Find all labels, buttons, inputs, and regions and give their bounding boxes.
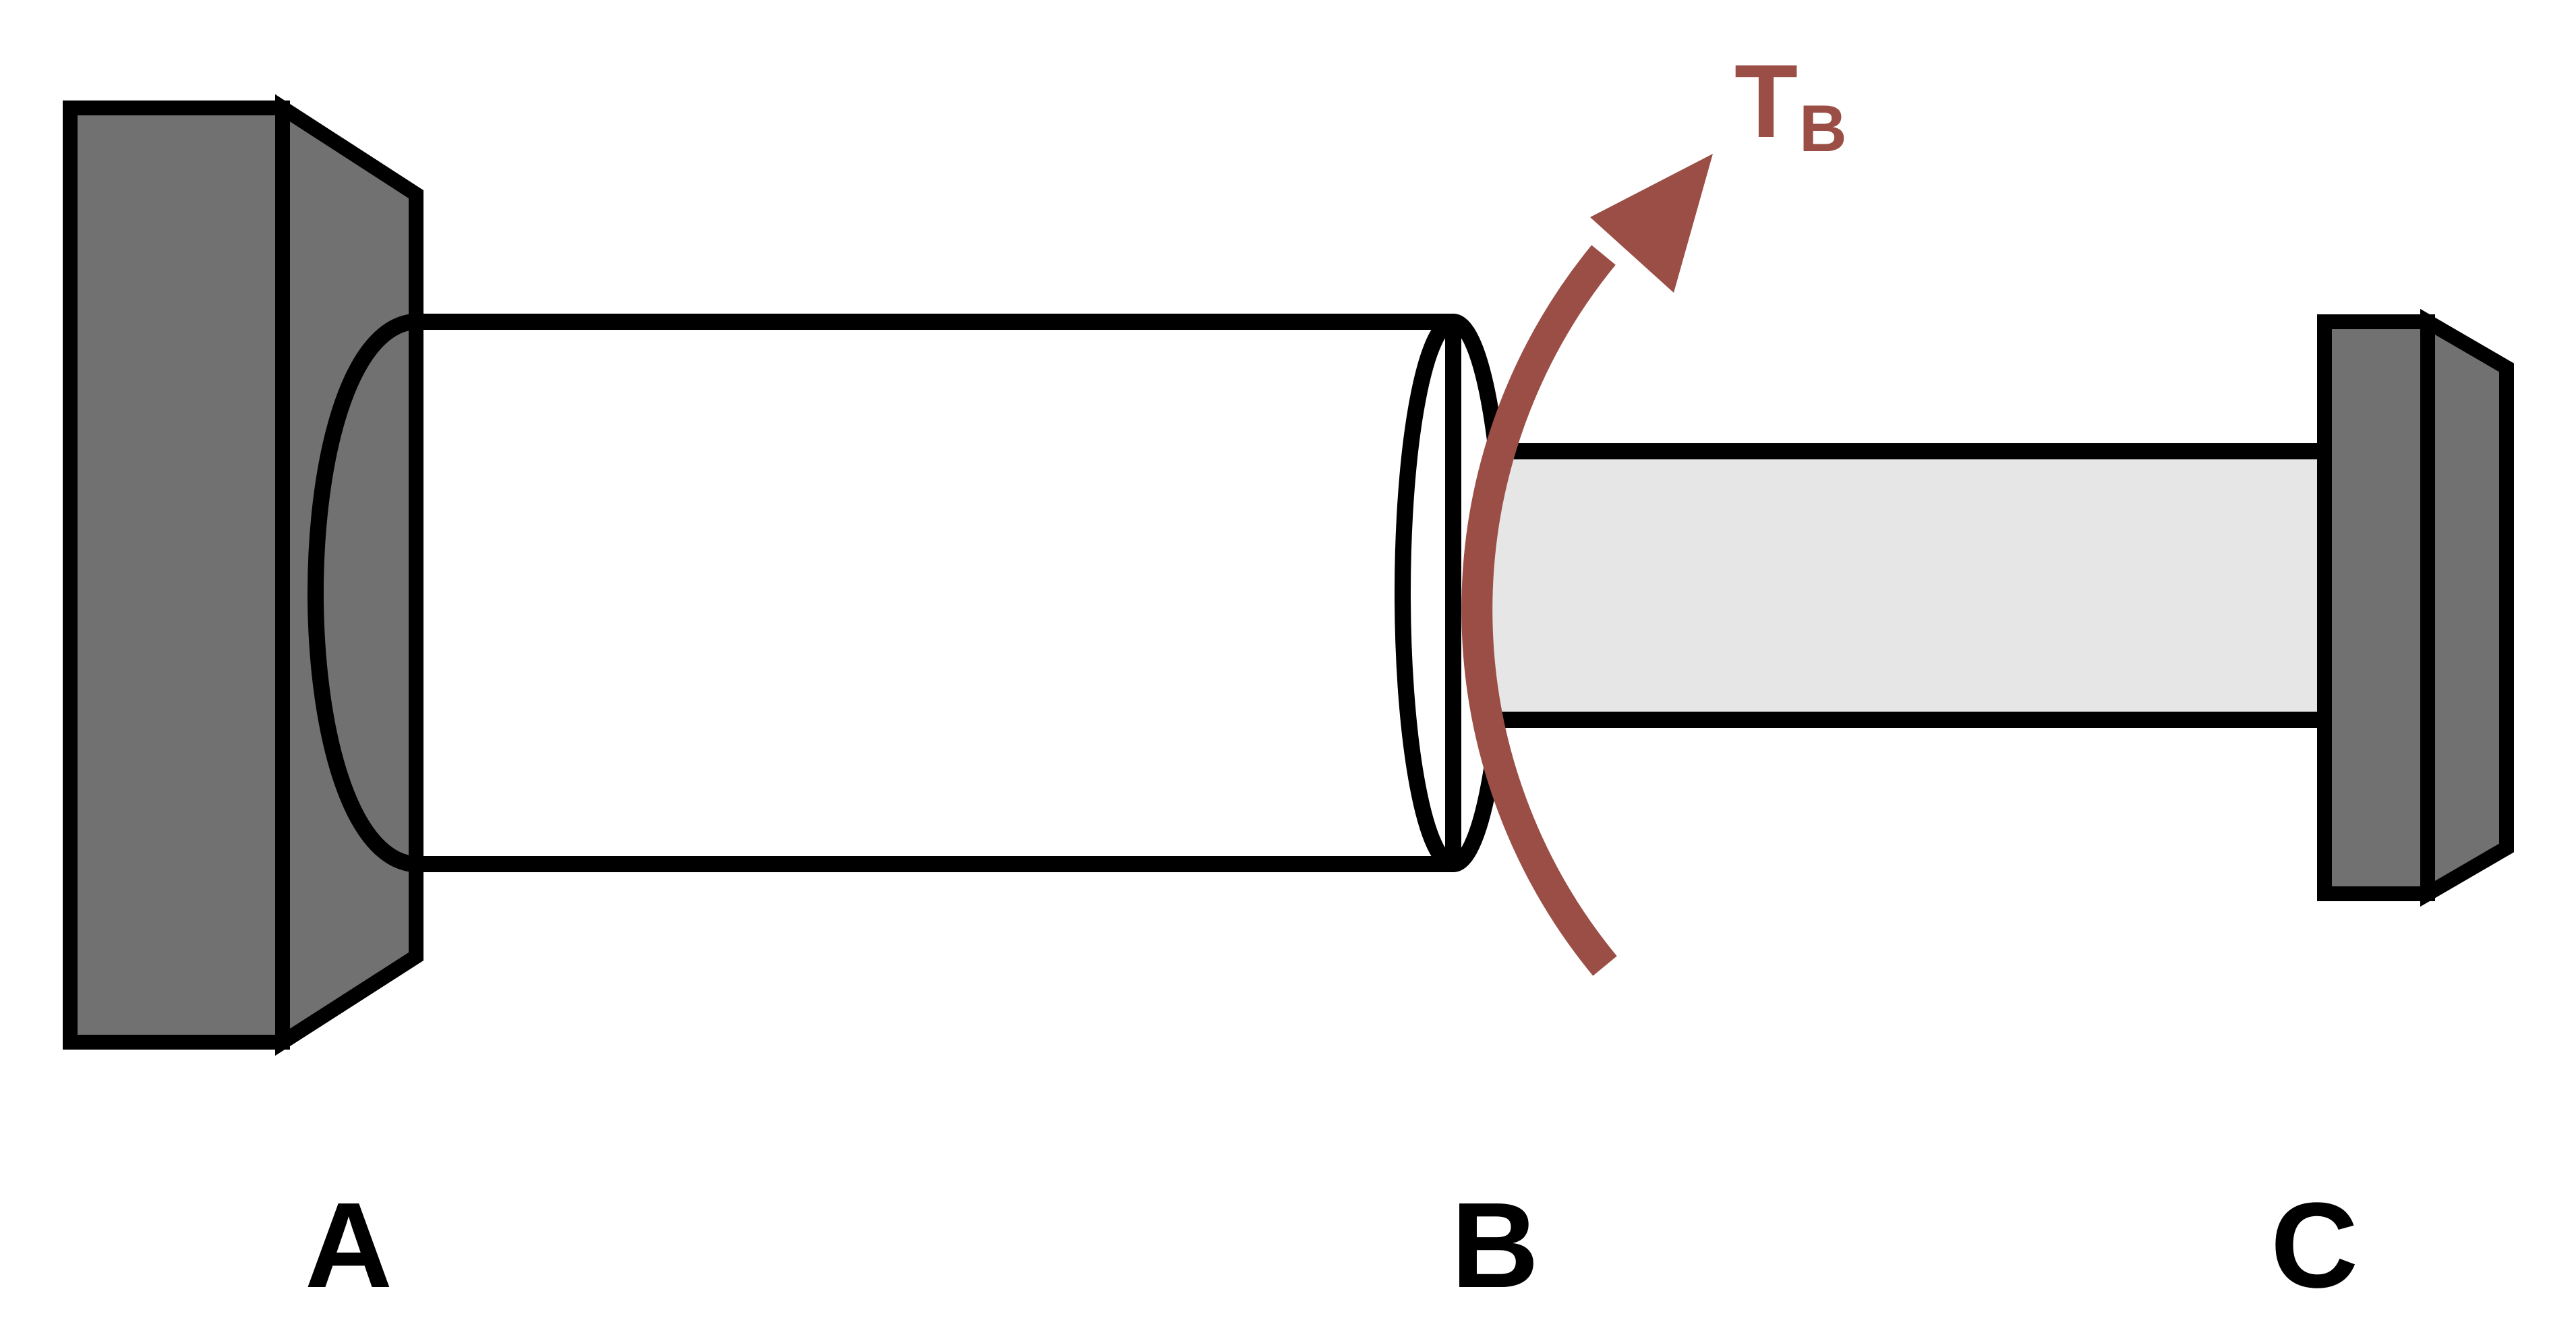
torque-arrow-B xyxy=(1461,154,1713,976)
torque-label: T B xyxy=(1734,43,1847,165)
torque-arrowhead-icon xyxy=(1590,154,1713,293)
shaft-segment-AB xyxy=(308,314,1461,872)
label-B: B xyxy=(1451,1178,1539,1313)
fixed-support-A xyxy=(63,94,423,1056)
torque-subscript: B xyxy=(1799,91,1847,165)
label-A: A xyxy=(305,1178,392,1313)
shaft-segment-BC-edges xyxy=(1498,443,2333,728)
support-A-side-face xyxy=(275,94,423,1056)
torque-arc xyxy=(1461,245,1617,976)
torque-symbol: T xyxy=(1734,43,1798,159)
support-A-front-face xyxy=(63,101,290,1050)
shaft-segment-BC xyxy=(1484,451,2333,720)
support-C-front-face xyxy=(2317,314,2435,901)
support-C-side-face xyxy=(2420,308,2514,907)
label-C: C xyxy=(2271,1178,2358,1313)
fixed-support-C xyxy=(2317,308,2514,907)
